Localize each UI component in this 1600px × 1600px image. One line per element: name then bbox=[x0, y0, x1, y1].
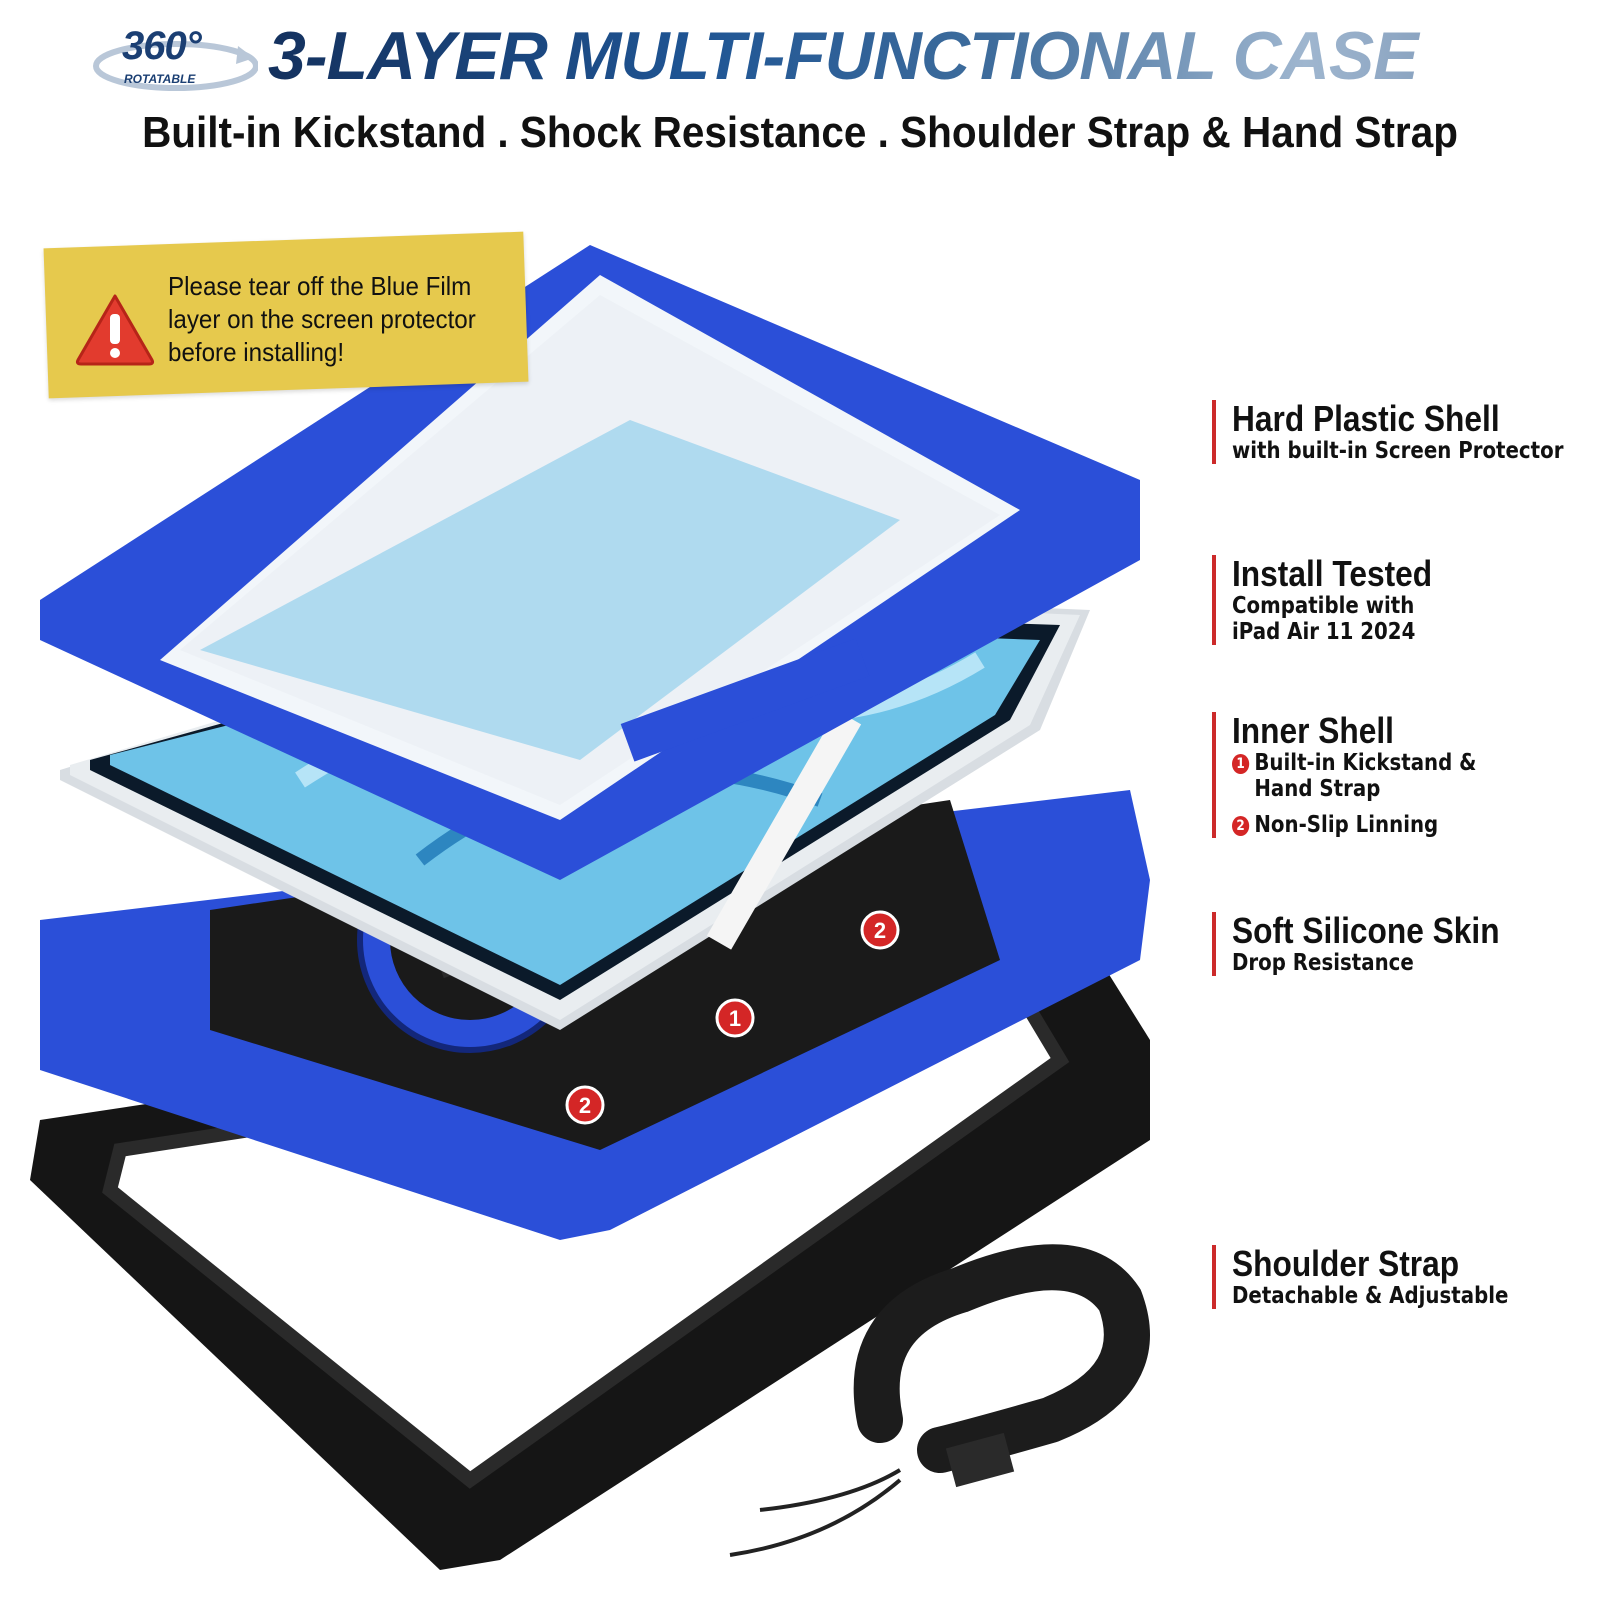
warning-line-2: layer on the screen protector bbox=[168, 304, 476, 334]
rotatable-badge: 360° ROTATABLE bbox=[88, 18, 259, 96]
subtitle: Built-in Kickstand . Shock Resistance . … bbox=[142, 108, 1458, 157]
number-badge: 1 bbox=[1232, 754, 1250, 774]
feature-subtitle: Drop Resistance bbox=[1232, 950, 1414, 976]
shoulder-strap bbox=[729, 1244, 1150, 1557]
feature-item-text: Built-in Kickstand & bbox=[1254, 750, 1477, 776]
callout-1-label: 1 bbox=[729, 1006, 741, 1031]
feature-soft-silicone-skin: Soft Silicone Skin Drop Resistance bbox=[1212, 912, 1536, 976]
feature-subtitle: with built-in Screen Protector bbox=[1232, 438, 1564, 464]
feature-item-1-cont: Hand Strap bbox=[1254, 776, 1381, 802]
callout-2a-label: 2 bbox=[874, 918, 886, 943]
feature-install-tested: Install Tested Compatible with iPad Air … bbox=[1212, 555, 1459, 645]
feature-subtitle: Detachable & Adjustable bbox=[1232, 1283, 1509, 1309]
feature-title: Inner Shell bbox=[1232, 710, 1394, 751]
feature-item-text: Non-Slip Linning bbox=[1254, 812, 1439, 838]
feature-title: Install Tested bbox=[1232, 553, 1433, 594]
warning-text: Please tear off the Blue Film layer on t… bbox=[168, 270, 494, 369]
feature-subtitle: Compatible with bbox=[1232, 593, 1415, 619]
badge-value: 360° bbox=[122, 24, 202, 68]
warning-icon bbox=[75, 294, 155, 366]
number-badge: 2 bbox=[1232, 816, 1250, 836]
feature-title: Soft Silicone Skin bbox=[1232, 910, 1500, 951]
callout-2b: 2 bbox=[565, 1085, 605, 1125]
feature-hard-plastic-shell: Hard Plastic Shell with built-in Screen … bbox=[1212, 400, 1600, 464]
feature-shoulder-strap: Shoulder Strap Detachable & Adjustable bbox=[1212, 1245, 1553, 1309]
callout-2b-label: 2 bbox=[579, 1093, 591, 1118]
case-exploded-illustration: 1 2 2 bbox=[30, 245, 1150, 1570]
callout-1: 1 bbox=[715, 998, 755, 1038]
rotate-arrow-icon bbox=[93, 41, 259, 91]
callout-2a: 2 bbox=[860, 910, 900, 950]
hard-shell-layer bbox=[40, 245, 1140, 880]
warning-line-1: Please tear off the Blue Film bbox=[168, 271, 472, 301]
feature-title: Hard Plastic Shell bbox=[1232, 398, 1500, 439]
feature-subtitle: iPad Air 11 2024 bbox=[1232, 619, 1416, 645]
warning-line-3: before installing! bbox=[168, 337, 345, 367]
badge-label: ROTATABLE bbox=[124, 72, 196, 86]
feature-title: Shoulder Strap bbox=[1232, 1243, 1460, 1284]
main-title: 3-LAYER MULTI-FUNCTIONAL CASE bbox=[268, 16, 1488, 96]
